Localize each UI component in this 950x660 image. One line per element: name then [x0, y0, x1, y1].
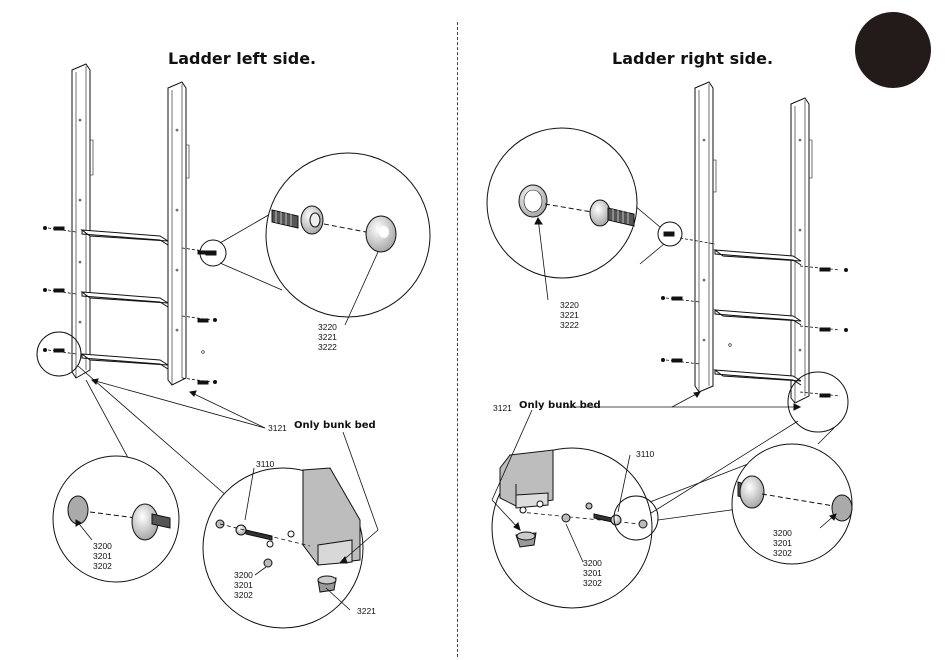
part-number: 3220	[318, 322, 337, 332]
part-number: 3202	[234, 590, 253, 600]
part-number: 3222	[318, 342, 337, 352]
part-number: 3200	[234, 570, 253, 580]
part-number: 3201	[234, 580, 253, 590]
left-pin-label: 3200 3201 3202	[93, 541, 112, 571]
right-screw-label: 3110	[636, 449, 654, 459]
part-number: 3220	[560, 300, 579, 310]
part-number: 3201	[583, 568, 602, 578]
right-title: Ladder right side.	[612, 49, 773, 68]
right-foot-label: 3121	[493, 403, 512, 413]
right-bolt-kit-label: 3220 3221 3222	[560, 300, 579, 330]
right-bunk-note: Only bunk bed	[519, 400, 601, 411]
page-divider	[457, 22, 458, 657]
left-screw-label: 3110	[256, 459, 274, 469]
part-number: 3200	[93, 541, 112, 551]
part-number: 3200	[773, 528, 792, 538]
left-bolt-kit-label: 3220 3221 3222	[318, 322, 337, 352]
left-bunk-note: Only bunk bed	[294, 420, 376, 431]
left-glide-label: 3221	[357, 606, 376, 616]
part-number: 3221	[560, 310, 579, 320]
part-number: 3201	[93, 551, 112, 561]
part-number: 3221	[318, 332, 337, 342]
left-detail-pin-label: 3200 3201 3202	[234, 570, 253, 600]
part-number: 3201	[773, 538, 792, 548]
part-number: 3202	[773, 548, 792, 558]
part-number: 3222	[560, 320, 579, 330]
right-pin-label: 3200 3201 3202	[773, 528, 792, 558]
page-badge	[855, 12, 931, 88]
part-number: 3200	[583, 558, 602, 568]
left-foot-label: 3121	[268, 423, 287, 433]
right-detail-pin-label: 3200 3201 3202	[583, 558, 602, 588]
part-number: 3202	[93, 561, 112, 571]
part-number: 3202	[583, 578, 602, 588]
right-ladder	[487, 82, 852, 608]
left-title: Ladder left side.	[168, 49, 316, 68]
